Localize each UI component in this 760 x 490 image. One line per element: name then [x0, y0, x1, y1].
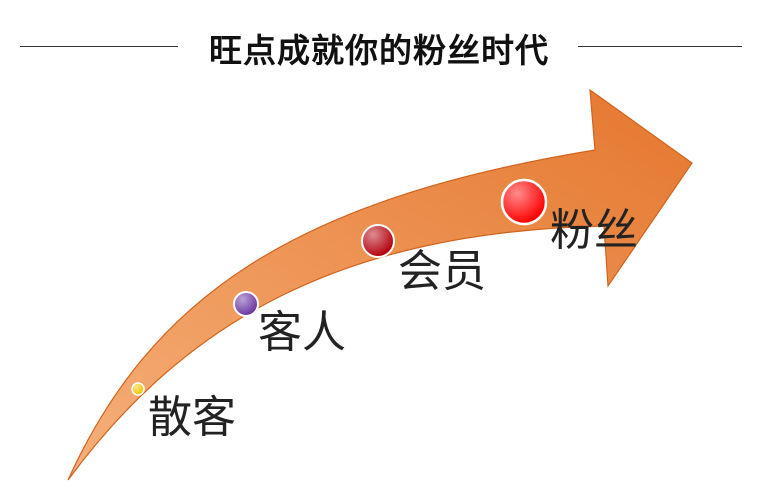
- page-title: 旺点成就你的粉丝时代: [209, 31, 549, 70]
- stage-fan: 粉丝: [500, 178, 638, 256]
- stage-label-guest: 客人: [258, 307, 346, 358]
- stage-dot-shine: [132, 383, 144, 395]
- title-rule-right: [578, 46, 742, 47]
- stage-scatter-customer: 散客: [131, 382, 236, 443]
- stage-label-member: 会员: [398, 246, 486, 297]
- title-rule-left: [20, 46, 178, 47]
- title-row: 旺点成就你的粉丝时代: [0, 22, 760, 72]
- stage-dot-shine: [234, 292, 258, 316]
- stage-label-fan: 粉丝: [550, 205, 638, 256]
- stage-label-scatter-customer: 散客: [148, 392, 236, 443]
- stage-dot-shine: [502, 180, 546, 224]
- stage-guest: 客人: [233, 291, 346, 358]
- stage-member: 会员: [361, 224, 486, 297]
- stage-dot-shine: [362, 225, 394, 257]
